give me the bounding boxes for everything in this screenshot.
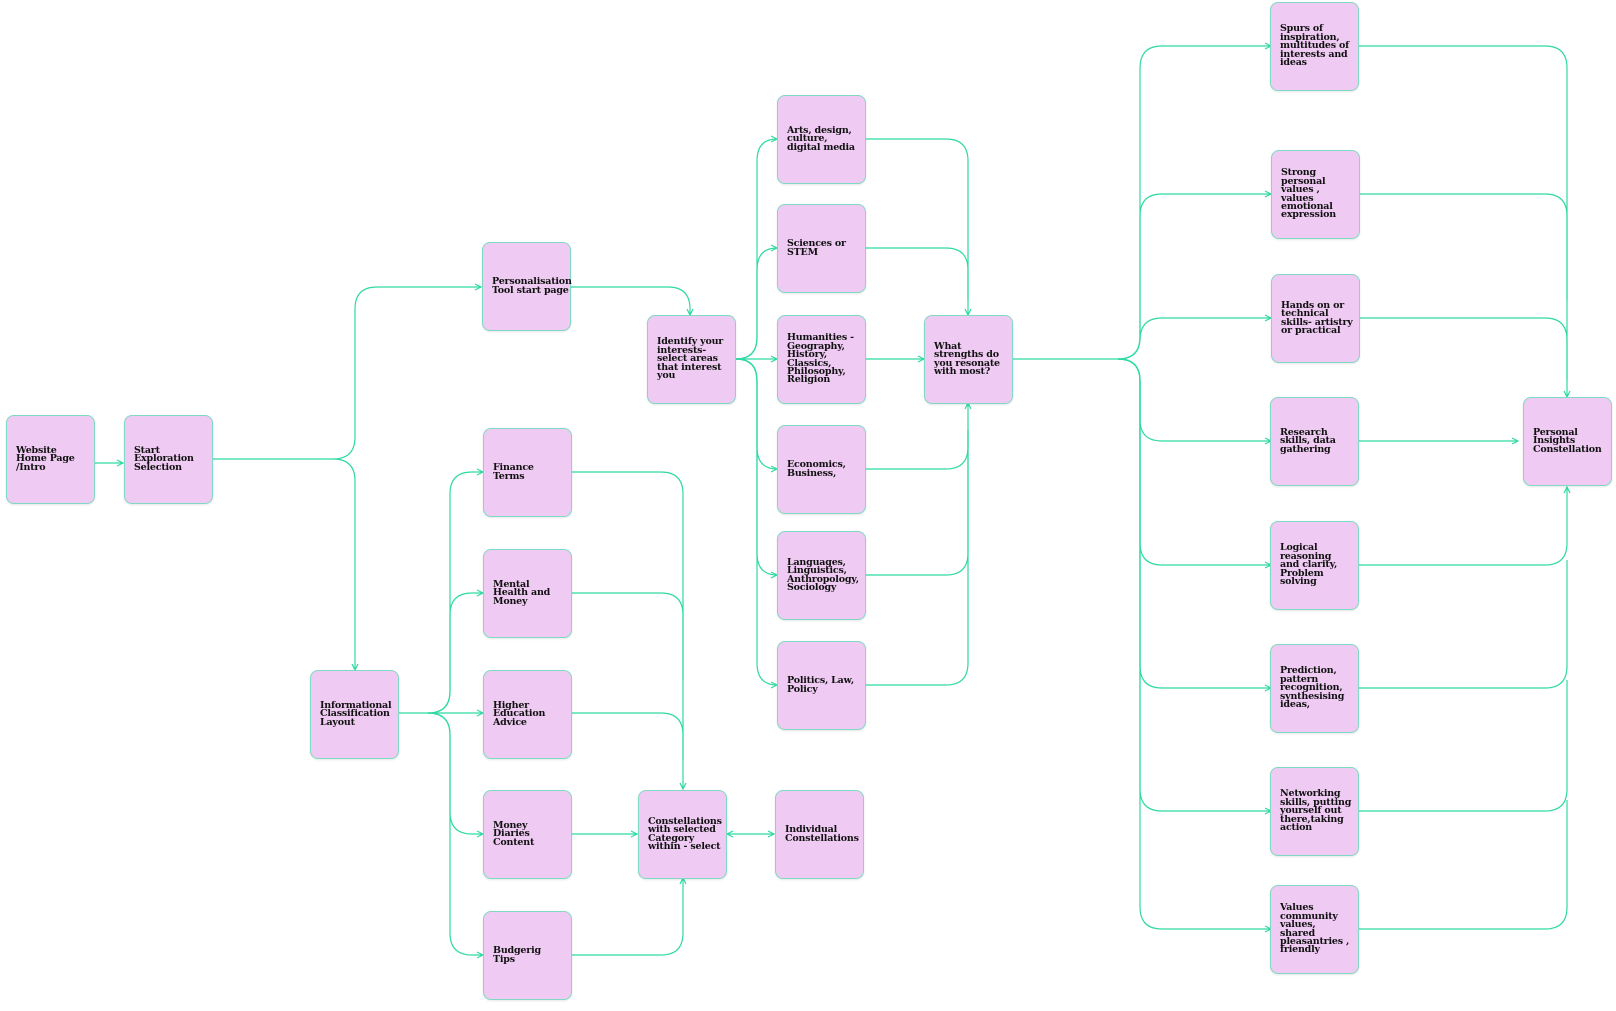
node-constellations[interactable]: Constellations with selected Category wi… xyxy=(638,790,727,879)
edge-predict-insights xyxy=(1359,560,1568,689)
node-research-label: Research skills, data gathering xyxy=(1280,426,1336,455)
edge-network-insights xyxy=(1359,680,1568,812)
node-networking-label: Networking skills, putting yourself out … xyxy=(1280,788,1352,834)
edge-what-values xyxy=(1117,358,1271,929)
edge-identify-pol xyxy=(735,358,777,685)
edge-what-research xyxy=(1117,358,1271,441)
node-economics-label: Economics, Business, xyxy=(787,459,846,479)
node-logical[interactable]: Logical reasoning and clarity, Problem s… xyxy=(1270,521,1359,610)
node-personal-insights-label: Personal Insights Constellation xyxy=(1533,426,1602,455)
node-strengths[interactable]: What strengths do you resonate with most… xyxy=(924,315,1013,404)
edge-start-personal xyxy=(213,287,481,460)
edge-info-money xyxy=(427,712,483,834)
node-info-label: Informational Classification Layout xyxy=(320,699,392,728)
node-personal[interactable]: Personalisation Tool start page xyxy=(482,242,572,331)
edge-personal-identify xyxy=(571,286,690,315)
edge-finance-const xyxy=(572,471,683,789)
node-identify[interactable]: Identify your interests- select areas th… xyxy=(647,315,736,404)
node-prediction-label: Prediction, pattern recognition, synthes… xyxy=(1280,665,1345,711)
node-identify-label: Identify your interests- select areas th… xyxy=(657,336,724,382)
node-constellations-label: Constellations with selected Category wi… xyxy=(648,815,722,852)
node-personal-insights[interactable]: Personal Insights Constellation xyxy=(1523,397,1612,486)
node-start-label: Start Exploration Selection xyxy=(134,444,194,473)
node-budget[interactable]: Budgerig Tips xyxy=(483,911,572,1000)
edge-start-info xyxy=(332,458,355,670)
node-strong-values-label: Strong personal values , values emotiona… xyxy=(1281,167,1336,221)
node-research[interactable]: Research skills, data gathering xyxy=(1270,397,1359,486)
node-strong-values[interactable]: Strong personal values , values emotiona… xyxy=(1271,150,1360,239)
edge-info-mental xyxy=(427,593,483,714)
node-sciences-label: Sciences or STEM xyxy=(787,238,846,258)
edge-what-spurs xyxy=(1013,46,1271,360)
edge-values-insights xyxy=(1359,800,1568,930)
edge-lang-what xyxy=(866,430,969,576)
edge-info-budget xyxy=(427,712,483,955)
edge-sci-what xyxy=(866,247,969,300)
node-arts[interactable]: Arts, design, culture, digital media xyxy=(777,95,866,184)
node-humanities-label: Humanities - Geography, History, Classic… xyxy=(787,332,854,386)
node-higher-label: Higher Education Advice xyxy=(493,699,546,728)
node-start[interactable]: Start Exploration Selection xyxy=(124,415,213,504)
edge-pol-what xyxy=(866,430,969,686)
node-mental[interactable]: Mental Health and Money xyxy=(483,549,572,638)
node-info[interactable]: Informational Classification Layout xyxy=(310,670,399,759)
node-community-values-label: Values community values, shared pleasant… xyxy=(1280,902,1350,956)
node-logical-label: Logical reasoning and clarity, Problem s… xyxy=(1280,542,1338,588)
node-home-label: Website Home Page /Intro xyxy=(16,444,75,473)
node-economics[interactable]: Economics, Business, xyxy=(777,425,866,514)
node-spurs[interactable]: Spurs of inspiration, multitudes of inte… xyxy=(1270,2,1359,91)
node-networking[interactable]: Networking skills, putting yourself out … xyxy=(1270,767,1359,856)
node-money-label: Money Diaries Content xyxy=(493,819,535,848)
edge-strong-insights xyxy=(1360,193,1568,300)
edge-hands-insights xyxy=(1360,317,1568,380)
node-languages-label: Languages, Linguistics, Anthropology, So… xyxy=(787,556,859,593)
edge-logical-insights xyxy=(1359,487,1567,566)
edge-budget-const xyxy=(572,878,683,956)
node-home[interactable]: Website Home Page /Intro xyxy=(6,415,95,504)
node-spurs-label: Spurs of inspiration, multitudes of inte… xyxy=(1280,23,1350,69)
node-money[interactable]: Money Diaries Content xyxy=(483,790,572,879)
node-personal-label: Personalisation Tool start page xyxy=(492,276,572,296)
node-finance[interactable]: Finance Terms xyxy=(483,428,572,517)
node-higher[interactable]: Higher Education Advice xyxy=(483,670,572,759)
node-individual[interactable]: Individual Constellations xyxy=(775,790,864,879)
edge-spurs-insights xyxy=(1359,45,1567,397)
node-individual-label: Individual Constellations xyxy=(785,824,859,844)
node-hands-on-label: Hands on or technical skills- artistry o… xyxy=(1281,299,1353,336)
node-budget-label: Budgerig Tips xyxy=(493,945,541,965)
node-mental-label: Mental Health and Money xyxy=(493,578,551,607)
edge-what-logical xyxy=(1117,358,1271,565)
node-finance-label: Finance Terms xyxy=(493,462,534,482)
node-hands-on[interactable]: Hands on or technical skills- artistry o… xyxy=(1271,274,1360,363)
node-strengths-label: What strengths do you resonate with most… xyxy=(934,340,1000,377)
edge-higher-const xyxy=(572,712,684,760)
node-sciences[interactable]: Sciences or STEM xyxy=(777,204,866,293)
node-arts-label: Arts, design, culture, digital media xyxy=(787,124,855,153)
edge-mental-const xyxy=(572,592,684,680)
node-humanities[interactable]: Humanities - Geography, History, Classic… xyxy=(777,315,866,404)
node-prediction[interactable]: Prediction, pattern recognition, synthes… xyxy=(1270,644,1359,733)
edge-what-predict xyxy=(1117,358,1271,688)
node-languages[interactable]: Languages, Linguistics, Anthropology, So… xyxy=(777,531,866,620)
edge-econ-what xyxy=(866,403,968,470)
edge-arts-what xyxy=(866,138,968,315)
node-politics[interactable]: Politics, Law, Policy xyxy=(777,641,866,730)
node-politics-label: Politics, Law, Policy xyxy=(787,675,854,695)
edge-what-hands xyxy=(1117,318,1271,360)
edge-identify-sci xyxy=(735,248,777,360)
node-community-values[interactable]: Values community values, shared pleasant… xyxy=(1270,885,1359,974)
